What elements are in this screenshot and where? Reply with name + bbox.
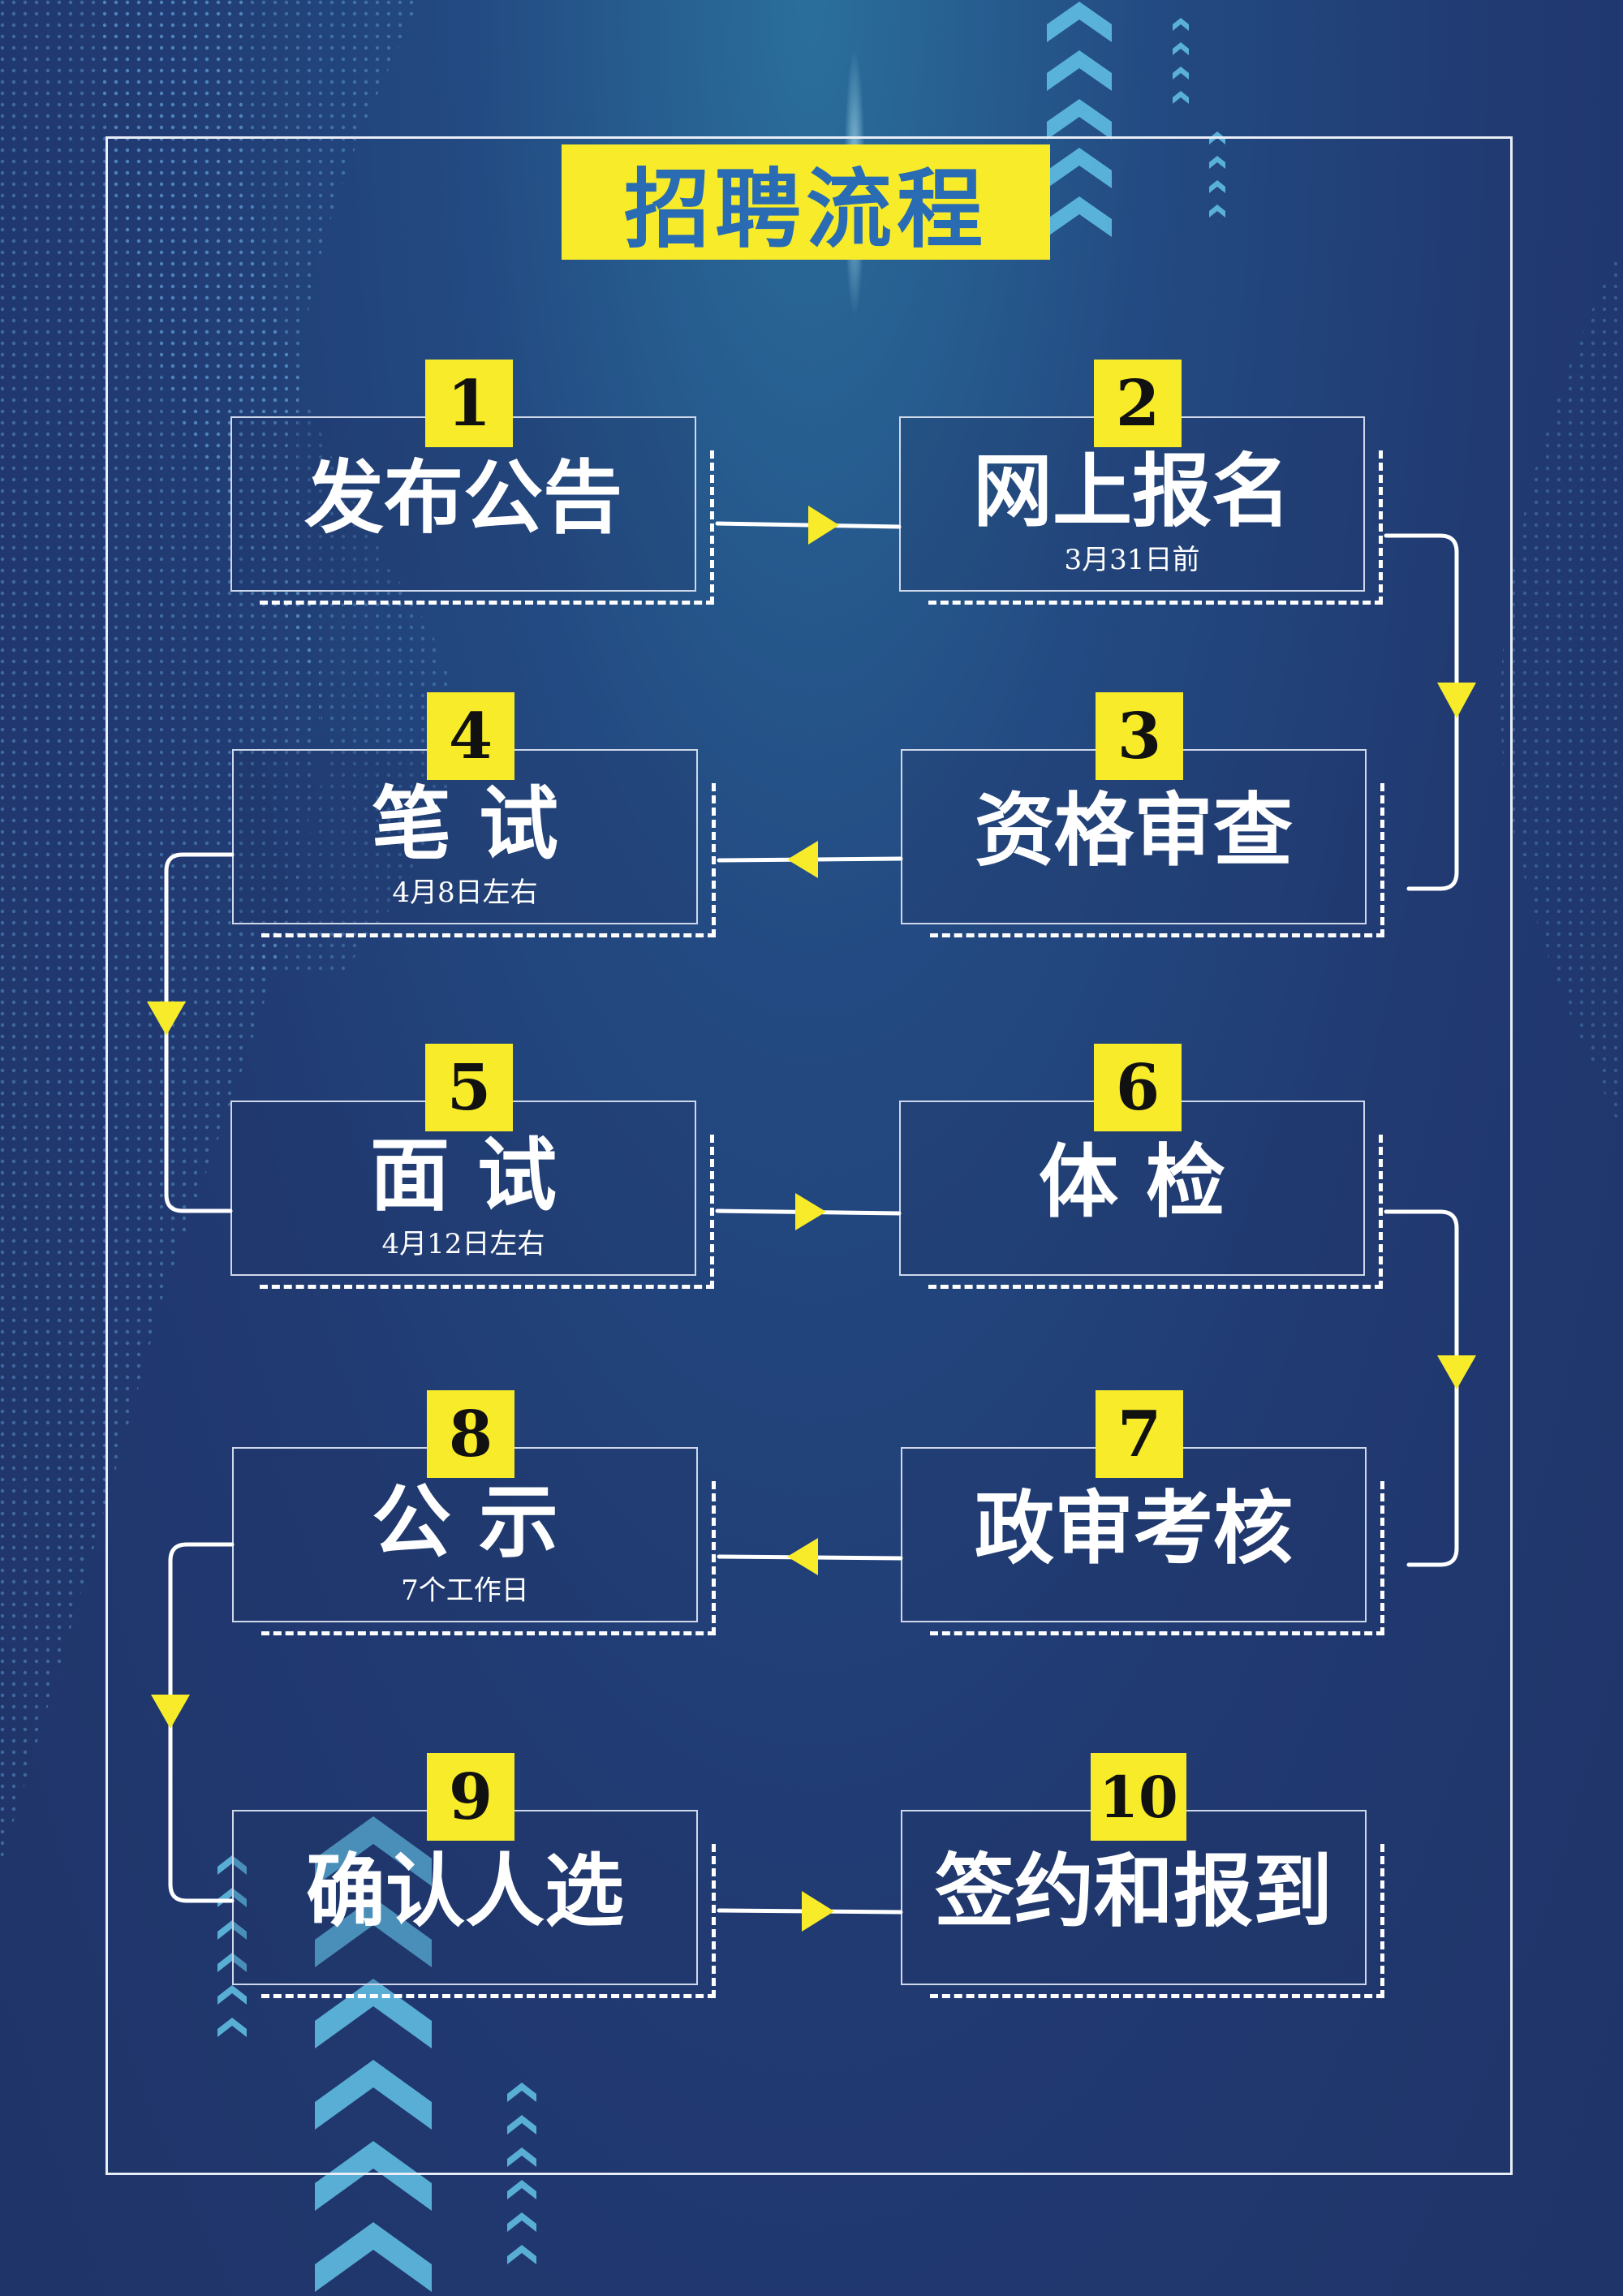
step-6: 6 体 检: [899, 1044, 1383, 1289]
step-label: 面 试: [369, 1129, 558, 1222]
step-10: 10 签约和报到: [901, 1753, 1384, 1998]
step-label: 公 示: [371, 1475, 559, 1569]
step-number: 4: [427, 692, 514, 780]
step-note: 4月8日左右: [392, 877, 538, 909]
step-number: 7: [1096, 1390, 1183, 1478]
step-shadow: [261, 783, 716, 937]
step-number: 2: [1094, 360, 1182, 447]
step-shadow: [261, 1844, 716, 1998]
step-label: 政审考核: [974, 1482, 1293, 1575]
step-label: 笔 试: [371, 778, 559, 871]
step-number: 5: [425, 1044, 513, 1131]
step-7: 7 政审考核: [901, 1390, 1384, 1635]
step-label: 资格审查: [974, 784, 1293, 877]
step-3: 3 资格审查: [901, 692, 1384, 937]
step-1: 1 发布公告: [230, 360, 714, 605]
step-shadow: [928, 1135, 1383, 1289]
step-number: 10: [1091, 1753, 1186, 1841]
step-number: 1: [425, 360, 513, 447]
step-shadow: [928, 450, 1383, 605]
step-label: 签约和报到: [934, 1845, 1332, 1938]
page-title: 招聘流程: [624, 158, 988, 260]
step-number: 3: [1096, 692, 1183, 780]
outer-frame: [105, 136, 1513, 2175]
step-number: 8: [427, 1390, 514, 1478]
step-note: 3月31日前: [1064, 544, 1200, 576]
step-5: 5 面 试 4月12日左右: [230, 1044, 714, 1289]
step-label: 网上报名: [972, 445, 1291, 538]
step-shadow: [260, 1135, 714, 1289]
step-8: 8 公 示 7个工作日: [232, 1390, 716, 1635]
step-2: 2 网上报名 3月31日前: [899, 360, 1383, 605]
step-shadow: [930, 1844, 1384, 1998]
step-9: 9 确认人选: [232, 1753, 716, 1998]
step-shadow: [261, 1481, 716, 1635]
step-4: 4 笔 试 4月8日左右: [232, 692, 716, 937]
step-shadow: [930, 1481, 1384, 1635]
step-shadow: [260, 450, 714, 605]
step-label: 体 检: [1038, 1135, 1226, 1229]
step-shadow: [930, 783, 1384, 937]
step-number: 6: [1094, 1044, 1182, 1131]
title-banner: 招聘流程: [562, 144, 1050, 260]
step-label: 确认人选: [305, 1845, 624, 1938]
step-note: 7个工作日: [401, 1574, 529, 1607]
step-number: 9: [427, 1753, 514, 1841]
step-label: 发布公告: [304, 451, 622, 545]
step-note: 4月12日左右: [381, 1228, 545, 1260]
